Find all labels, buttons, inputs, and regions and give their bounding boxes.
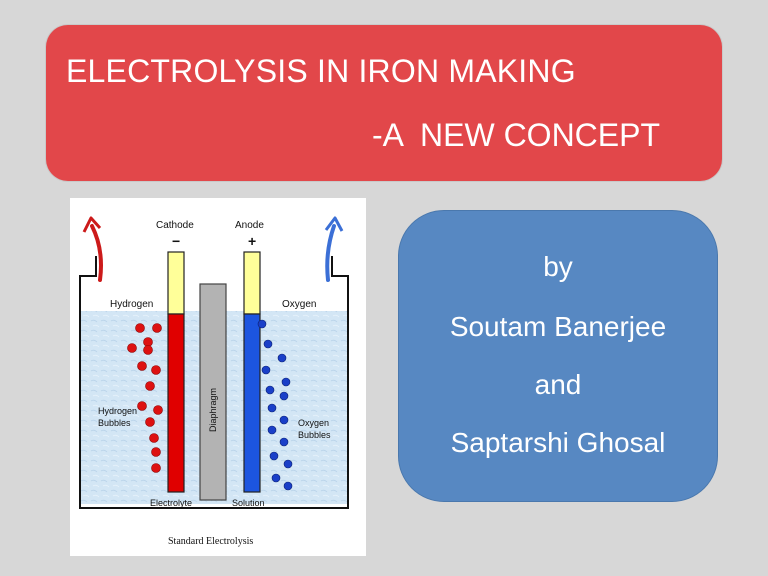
oxygen-bubble [257,319,267,329]
container-walls [79,256,349,509]
oxygen-bubble [279,415,289,425]
hydrogen-bubble [151,447,161,457]
hydrogen-bubble [137,361,147,371]
anode-electrode [243,313,261,493]
hydrogen-bubbles-label-1: Hydrogen [98,406,137,416]
hydrogen-bubbles [127,323,163,473]
hydrogen-bubble [151,463,161,473]
oxygen-bubble [283,459,293,469]
oxygen-bubble [279,391,289,401]
cathode-top [167,251,185,315]
hydrogen-bubble [153,405,163,415]
title-line-2: -A NEW CONCEPT [372,117,661,153]
and-label: and [534,369,582,400]
anode-top [243,251,261,315]
title-banner: ELECTROLYSIS IN IRON MAKING -A NEW CONCE… [46,25,722,181]
diagram-caption: Standard Electrolysis [168,536,253,547]
hydrogen-bubble [127,343,137,353]
anode-sign: + [248,233,256,249]
oxygen-bubble [263,339,273,349]
oxygen-arrow-icon [325,224,336,282]
hydrogen-bubble [151,365,161,375]
oxygen-bubble [269,451,279,461]
hydrogen-bubble [149,433,159,443]
hydrogen-bubble [145,381,155,391]
hydrogen-label: Hydrogen [110,299,153,310]
hydrogen-arrow-icon [90,224,103,282]
oxygen-bubble [283,481,293,491]
hydrogen-bubble [143,337,153,347]
electrolyte-label: Electrolyte [150,498,192,508]
title-line-1: ELECTROLYSIS IN IRON MAKING [66,53,576,89]
hydrogen-bubble [143,345,153,355]
oxygen-bubble [261,365,271,375]
hydrogen-bubbles-label-2: Bubbles [98,418,131,428]
author-2: Saptarshi Ghosal [450,427,666,458]
oxygen-bubble [277,353,287,363]
anode-label: Anode [235,220,264,231]
cathode-electrode [167,313,185,493]
oxygen-bubbles-label-1: Oxygen [298,418,329,428]
oxygen-bubbles [257,319,293,491]
oxygen-bubbles-label-2: Bubbles [298,430,331,440]
oxygen-bubble [279,437,289,447]
diaphragm [199,283,227,501]
by-label: by [543,251,573,282]
hydrogen-bubble [145,417,155,427]
oxygen-bubble [281,377,291,387]
diaphragm-label: Diaphragm [208,388,218,432]
solution-label: Solution [232,498,265,508]
cathode-label: Cathode [156,220,194,231]
author-1: Soutam Banerjee [449,311,667,342]
author-box: by Soutam Banerjee and Saptarshi Ghosal [398,210,718,502]
oxygen-label: Oxygen [282,299,316,310]
hydrogen-arrowhead-icon [82,216,102,233]
oxygen-arrowhead-icon [324,216,344,232]
electrolysis-diagram: Diaphragm Cathode Anode − + Hydrogen Oxy… [70,198,366,556]
cathode-sign: − [172,233,180,249]
oxygen-bubble [267,403,277,413]
oxygen-bubble [271,473,281,483]
hydrogen-bubble [137,401,147,411]
hydrogen-bubble [152,323,162,333]
oxygen-bubble [267,425,277,435]
hydrogen-bubble [135,323,145,333]
oxygen-bubble [265,385,275,395]
